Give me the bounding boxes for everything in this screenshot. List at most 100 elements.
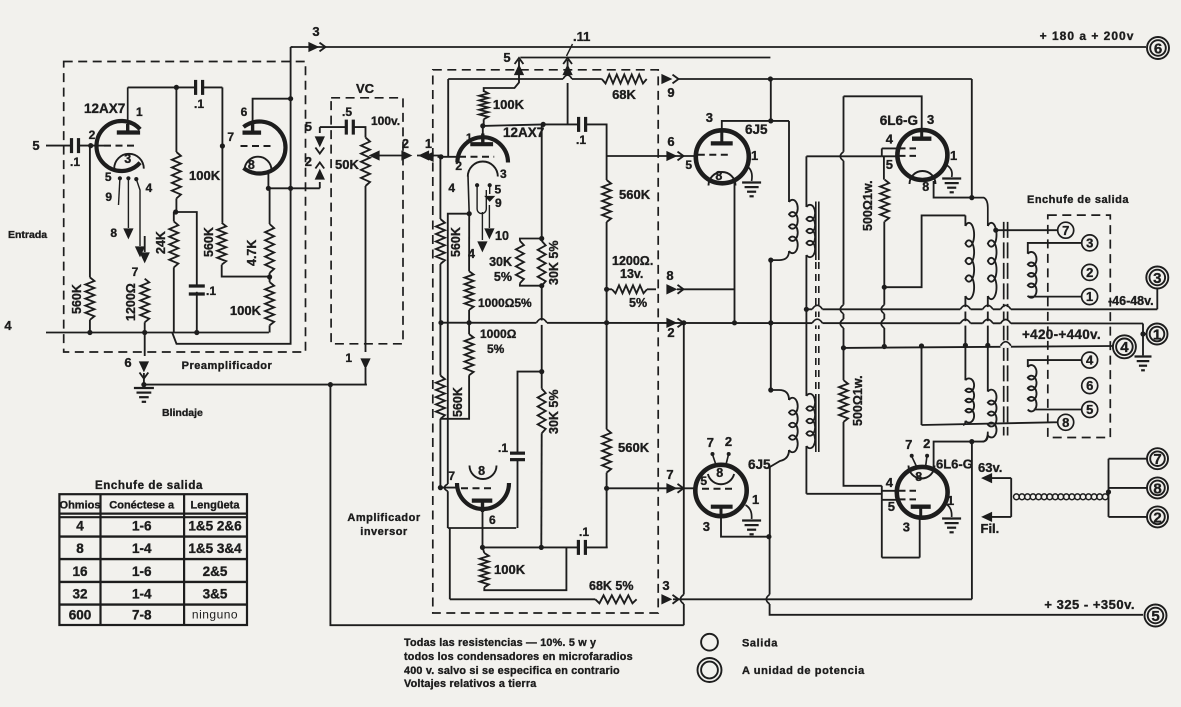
svg-text:4: 4 [1086, 353, 1094, 368]
svg-text:Todas las resistencias — 10%.: Todas las resistencias — 10%. 5 w y [404, 637, 596, 649]
svg-text:4: 4 [1120, 339, 1129, 356]
svg-text:100K: 100K [494, 562, 526, 577]
svg-text:Salida: Salida [742, 638, 778, 650]
svg-text:400 v. salvo si se especifica: 400 v. salvo si se especifica en contrar… [404, 665, 620, 677]
svg-text:7: 7 [666, 467, 673, 482]
svg-text:12AX7: 12AX7 [503, 125, 544, 140]
svg-text:.1: .1 [206, 284, 216, 298]
svg-text:1: 1 [950, 148, 957, 163]
svg-text:inversor: inversor [360, 526, 408, 538]
svg-text:2: 2 [455, 159, 462, 173]
svg-text:5: 5 [105, 170, 112, 184]
svg-text:Blindaje: Blindaje [162, 407, 203, 419]
svg-text:3: 3 [124, 152, 131, 166]
svg-text:Amplificador: Amplificador [347, 512, 420, 524]
svg-text:8: 8 [666, 268, 673, 283]
svg-text:8: 8 [922, 180, 929, 194]
svg-text:24K: 24K [154, 231, 168, 254]
svg-text:600: 600 [69, 608, 92, 623]
svg-text:5: 5 [32, 138, 39, 153]
svg-text:3: 3 [903, 520, 910, 535]
svg-text:8: 8 [715, 169, 722, 183]
svg-text:2: 2 [305, 154, 312, 169]
svg-text:7: 7 [1153, 451, 1161, 468]
svg-text:7: 7 [227, 130, 234, 144]
svg-text:1&5 2&6: 1&5 2&6 [188, 519, 242, 534]
svg-text:100K: 100K [189, 168, 221, 183]
svg-text:3: 3 [703, 519, 710, 534]
svg-text:7: 7 [448, 469, 455, 483]
svg-text:5%: 5% [494, 270, 512, 284]
svg-text:4: 4 [886, 132, 894, 147]
svg-text:4: 4 [4, 318, 12, 333]
svg-text:5: 5 [1086, 402, 1093, 417]
svg-text:560K: 560K [618, 440, 650, 455]
svg-text:6: 6 [667, 134, 674, 149]
svg-text:1-4: 1-4 [132, 541, 152, 556]
svg-text:5: 5 [495, 183, 502, 197]
svg-text:1000Ω5%: 1000Ω5% [478, 296, 532, 310]
svg-text:8: 8 [915, 470, 922, 484]
svg-text:VC: VC [356, 81, 375, 96]
svg-text:13v.: 13v. [620, 267, 643, 281]
svg-text:30K: 30K [489, 255, 512, 269]
svg-text:6L6-G: 6L6-G [936, 456, 973, 471]
svg-text:6L6-G: 6L6-G [880, 113, 918, 128]
svg-text:Voltajes relativos a tierra: Voltajes relativos a tierra [404, 678, 537, 690]
svg-text:8: 8 [1153, 480, 1161, 497]
svg-text:6: 6 [489, 513, 496, 527]
svg-text:2: 2 [1153, 509, 1161, 526]
svg-text:todos los condensadores en mic: todos los condensadores en microfaradios [404, 651, 633, 663]
svg-text:7-8: 7-8 [132, 608, 152, 623]
svg-text:560K: 560K [451, 387, 465, 417]
svg-text:100K: 100K [230, 303, 262, 318]
svg-text:560K: 560K [449, 227, 463, 257]
svg-text:50K: 50K [335, 157, 359, 172]
svg-text:2: 2 [1086, 265, 1093, 280]
svg-text:16: 16 [72, 564, 88, 579]
svg-text:+420-+440v.: +420-+440v. [1022, 327, 1101, 342]
svg-text:1: 1 [1153, 326, 1161, 343]
svg-text:5: 5 [1151, 608, 1159, 625]
svg-text:7: 7 [1062, 223, 1069, 238]
svg-text:8: 8 [76, 541, 84, 556]
svg-text:500Ω1w.: 500Ω1w. [851, 375, 865, 426]
svg-text:560K: 560K [202, 227, 216, 257]
svg-text:.11: .11 [573, 29, 590, 44]
svg-text:5: 5 [888, 499, 895, 514]
svg-text:5: 5 [886, 157, 893, 172]
svg-text:.1: .1 [70, 155, 80, 169]
svg-text:9: 9 [667, 85, 674, 100]
svg-text:560K: 560K [619, 187, 651, 202]
svg-text:3: 3 [662, 578, 669, 593]
svg-text:Enchufe de salida: Enchufe de salida [95, 480, 203, 492]
svg-text:5%: 5% [629, 296, 647, 310]
svg-text:5: 5 [305, 119, 312, 134]
svg-text:2: 2 [402, 137, 409, 151]
svg-text:30K 5%: 30K 5% [547, 390, 561, 434]
svg-text:4.7K: 4.7K [245, 240, 259, 266]
svg-text:2&5: 2&5 [203, 564, 228, 579]
svg-text:Preamplificador: Preamplificador [182, 360, 273, 372]
svg-text:6: 6 [124, 355, 131, 370]
svg-text:Fil.: Fil. [981, 521, 1000, 536]
svg-text:8: 8 [110, 226, 117, 240]
svg-text:.1: .1 [498, 441, 508, 455]
svg-text:4: 4 [448, 181, 455, 195]
svg-text:1-6: 1-6 [132, 519, 152, 534]
svg-text:ninguno: ninguno [192, 608, 238, 622]
svg-text:1&5 3&4: 1&5 3&4 [188, 541, 242, 556]
svg-text:5: 5 [700, 474, 707, 488]
svg-text:4: 4 [76, 519, 84, 534]
svg-text:10: 10 [495, 229, 509, 243]
svg-text:3: 3 [500, 167, 507, 181]
svg-text:Entrada: Entrada [8, 229, 47, 241]
svg-text:1: 1 [751, 148, 758, 163]
svg-text:A unidad de potencia: A unidad de potencia [742, 665, 865, 677]
svg-text:.5: .5 [342, 105, 352, 119]
svg-text:1: 1 [466, 132, 472, 144]
svg-text:Ohmios: Ohmios [60, 500, 101, 512]
svg-text:500Ω1w.: 500Ω1w. [861, 180, 875, 231]
svg-text:Lengüeta: Lengüeta [191, 500, 241, 512]
svg-text:1-4: 1-4 [132, 587, 152, 602]
